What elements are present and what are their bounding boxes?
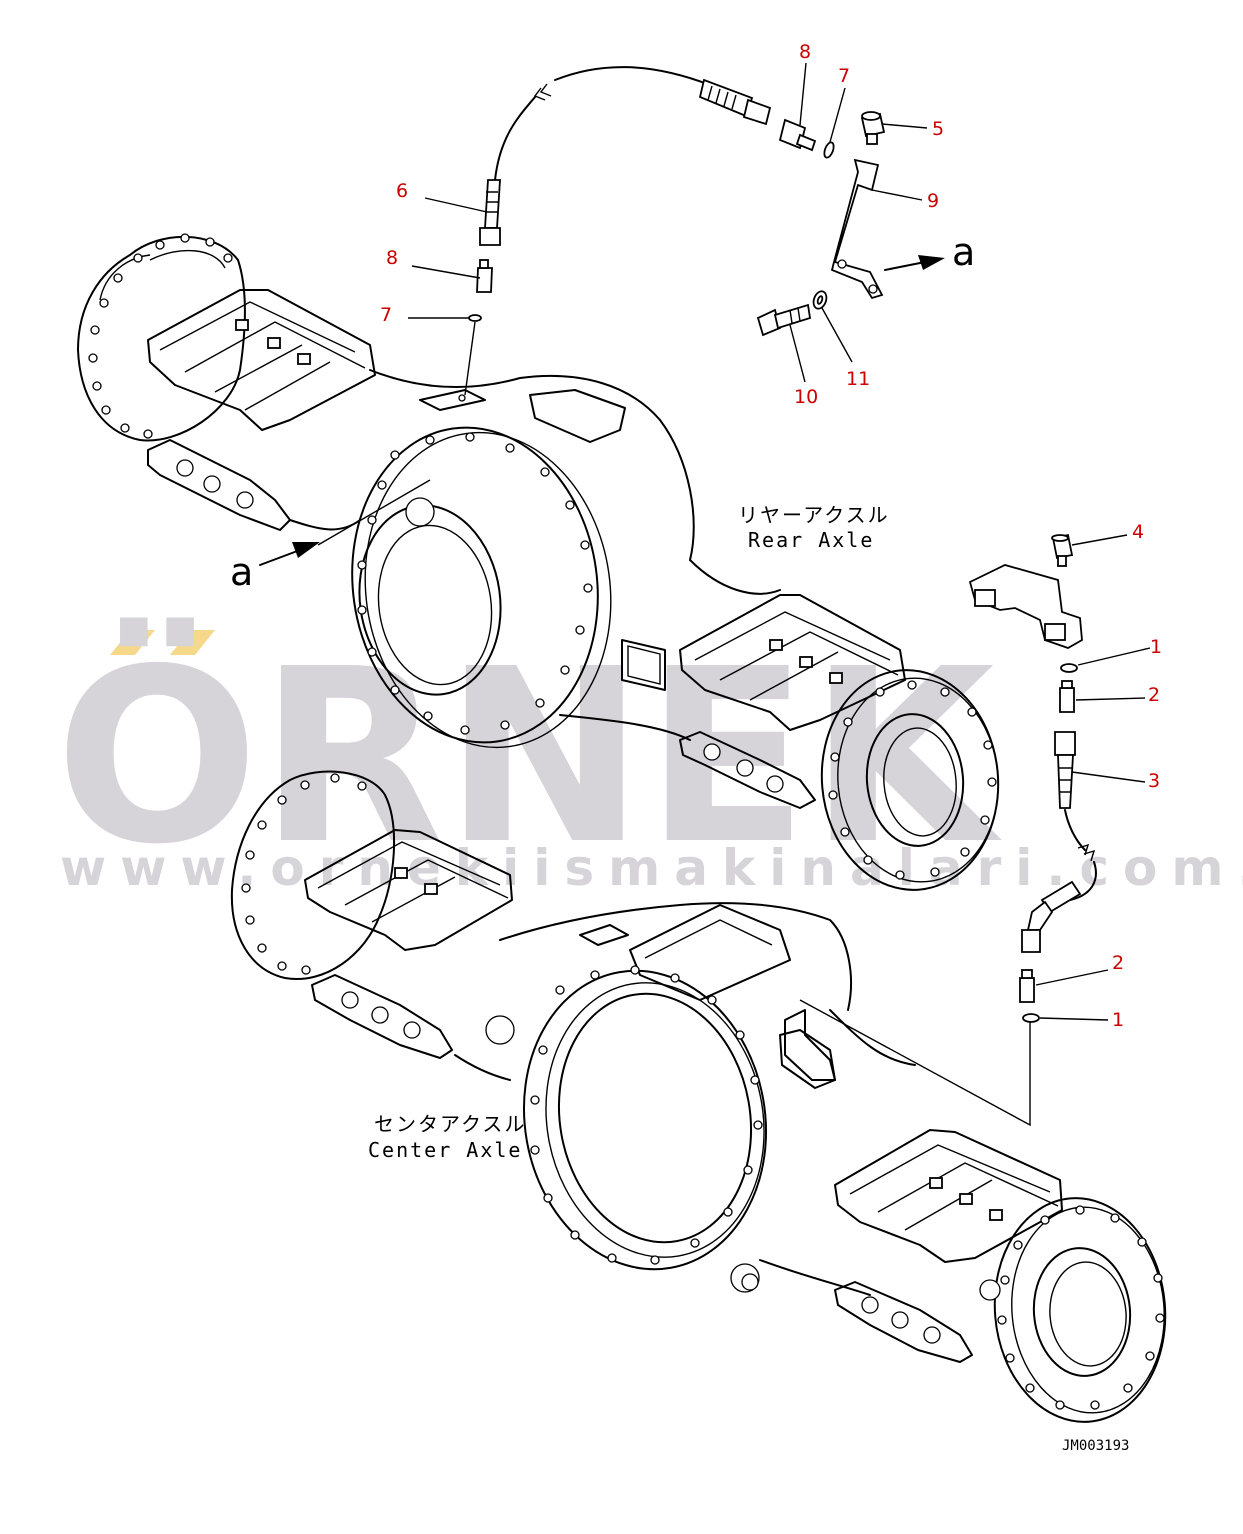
view-mark-a-left: a xyxy=(230,550,253,594)
center-axle-label-en: Center Axle xyxy=(368,1138,522,1162)
callout-8-top: 8 xyxy=(799,41,811,63)
callout-9: 9 xyxy=(927,190,939,212)
callout-5: 5 xyxy=(932,118,944,140)
center-axle-label-jp: センタアクスル xyxy=(374,1112,526,1136)
callout-6: 6 xyxy=(396,180,408,202)
center-hose-assembly xyxy=(799,533,1097,1127)
callout-7-left: 7 xyxy=(380,304,392,326)
rear-axle-drawing xyxy=(77,233,1000,891)
rear-hose-assembly xyxy=(259,66,945,566)
callout-2-top: 2 xyxy=(1148,684,1160,706)
callout-7-top: 7 xyxy=(838,65,850,87)
rear-axle-label-jp: リヤーアクスル xyxy=(738,503,890,527)
callout-3: 3 xyxy=(1148,770,1160,792)
callout-1-bottom: 1 xyxy=(1112,1009,1124,1031)
drawing-code: JM003193 xyxy=(1062,1438,1129,1454)
callout-11: 11 xyxy=(846,368,870,390)
callout-4: 4 xyxy=(1132,521,1144,543)
rear-axle-label-en: Rear Axle xyxy=(748,528,874,552)
view-mark-a-right: a xyxy=(952,230,975,274)
callouts: 8 7 5 9 6 8 7 10 11 4 1 2 3 2 1 xyxy=(380,41,1162,1031)
callout-2-bottom: 2 xyxy=(1112,952,1124,974)
callout-8-left: 8 xyxy=(386,247,398,269)
watermark-url: www.ornekiismakinalari.com.tr xyxy=(60,839,1243,897)
labels: リヤーアクスル Rear Axle センタアクスル Center Axle a … xyxy=(230,230,1129,1454)
callout-10: 10 xyxy=(794,386,818,408)
callout-1-top: 1 xyxy=(1150,636,1162,658)
center-axle-drawing xyxy=(230,770,1167,1423)
watermark: ÖRNEK www.ornekiismakinalari.com.tr xyxy=(55,616,1243,897)
